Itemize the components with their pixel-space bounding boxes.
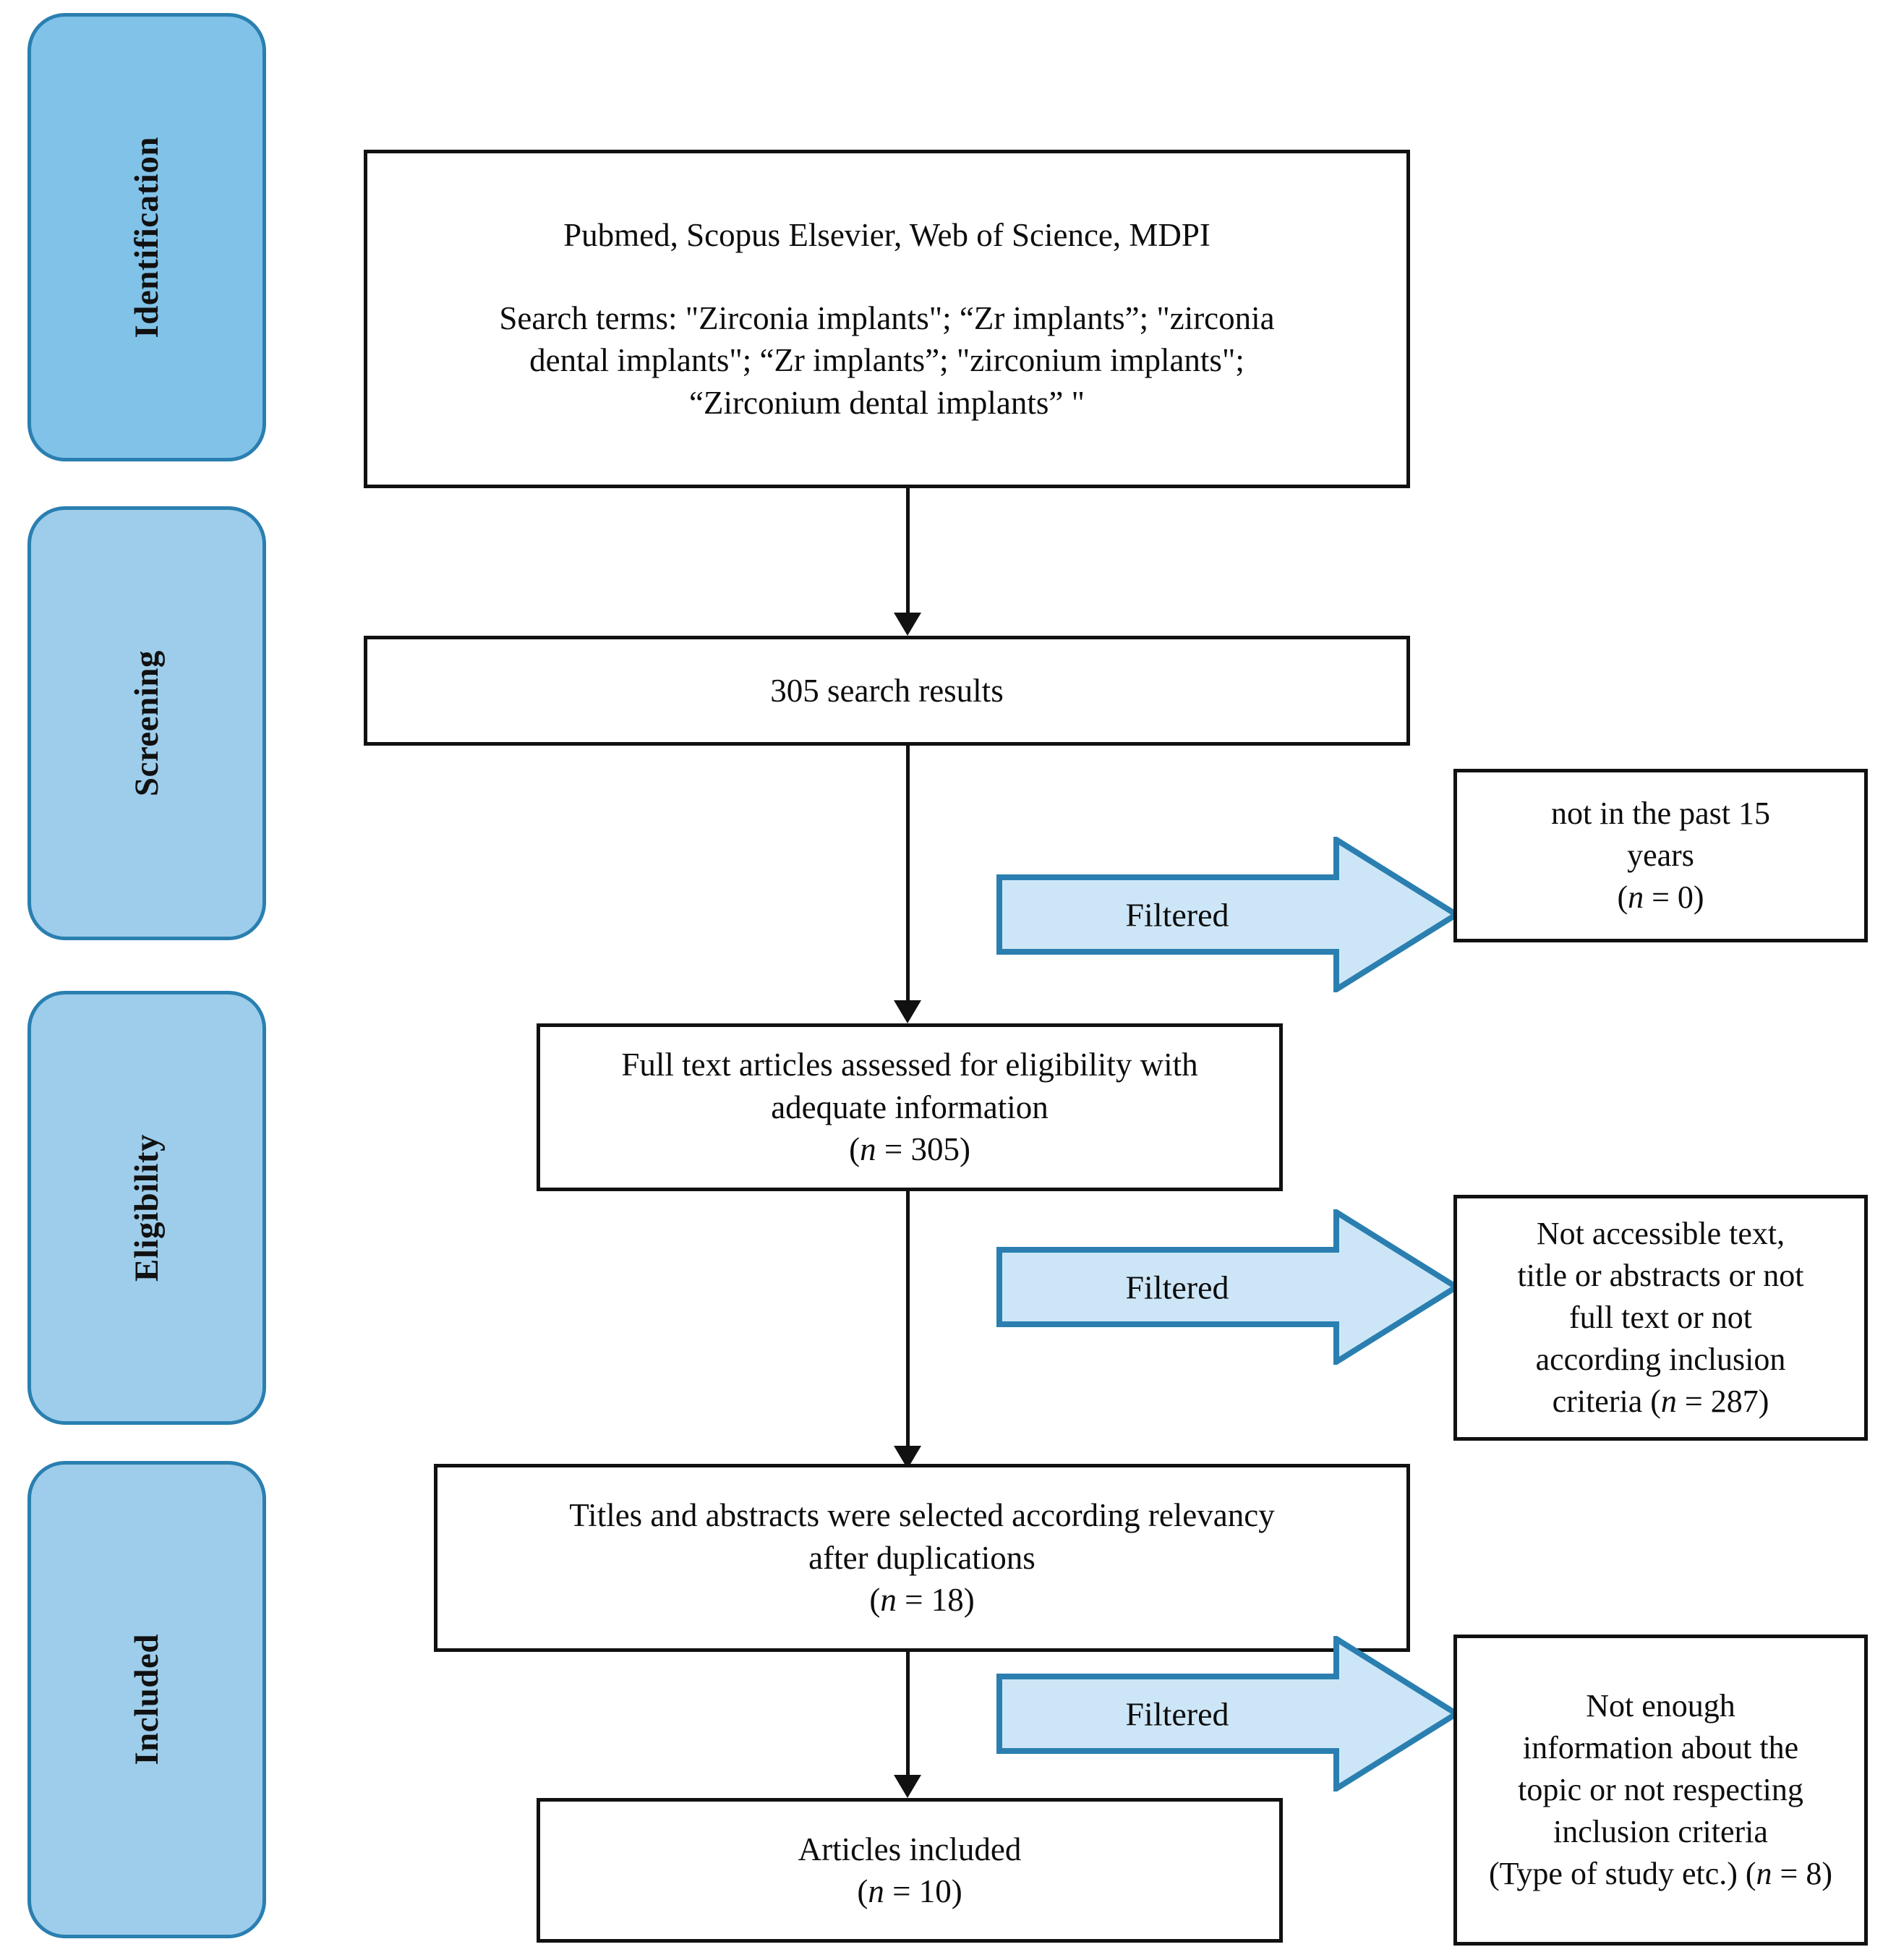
- titles-count-suffix: = 18): [896, 1582, 975, 1619]
- excluded-1-line-2: years: [1627, 837, 1694, 873]
- stage-label-included: Included: [128, 1634, 166, 1765]
- full-text-count-prefix: (: [849, 1131, 861, 1168]
- stage-eligibility: Eligibility: [27, 991, 266, 1425]
- articles-included-count: (n = 10): [556, 1870, 1263, 1913]
- filter-arrow-1-label: Filtered: [1125, 896, 1229, 933]
- titles-line-2: after duplications: [808, 1539, 1035, 1576]
- articles-included-line-1: Articles included: [798, 1831, 1022, 1867]
- stage-screening: Screening: [27, 506, 266, 940]
- connector-results-to-fulltext: [906, 746, 910, 1000]
- articles-included-count-suffix: = 10): [884, 1873, 962, 1909]
- box-excluded-1: not in the past 15 years (n = 0): [1453, 769, 1868, 942]
- connector-sources-to-results-arrowhead: [894, 613, 921, 636]
- stage-included: Included: [27, 1461, 266, 1938]
- excluded-1-line-1: not in the past 15: [1550, 795, 1771, 831]
- excluded-1-count-prefix: (: [1617, 879, 1628, 916]
- box-articles-included: Articles included (n = 10): [537, 1798, 1283, 1943]
- filter-arrow-1-shape: [996, 837, 1459, 992]
- box-search-results: 305 search results: [364, 636, 1410, 746]
- excluded-2-count: criteria (n = 287): [1473, 1381, 1848, 1423]
- excluded-3-count-suffix: = 8): [1772, 1856, 1833, 1892]
- full-text-count-suffix: = 305): [876, 1131, 970, 1168]
- excluded-1-count-suffix: = 0): [1644, 879, 1704, 916]
- filter-arrow-2: Filtered: [996, 1209, 1459, 1365]
- full-text-count-italic: n: [860, 1131, 876, 1168]
- excluded-3-line-2: information about the: [1522, 1729, 1799, 1765]
- filter-arrow-1: Filtered: [996, 837, 1459, 992]
- box-full-text-assessed: Full text articles assessed for eligibil…: [537, 1023, 1283, 1191]
- excluded-3-count: (Type of study etc.) (n = 8): [1473, 1853, 1848, 1895]
- filter-arrow-3: Filtered: [996, 1636, 1459, 1791]
- articles-included-count-italic: n: [868, 1873, 884, 1909]
- connector-sources-to-results: [906, 488, 910, 613]
- full-text-line-1: Full text articles assessed for eligibil…: [621, 1047, 1198, 1083]
- titles-count-italic: n: [880, 1582, 897, 1619]
- connector-results-to-fulltext-arrowhead: [894, 1000, 921, 1023]
- filter-arrow-2-label: Filtered: [1125, 1269, 1229, 1305]
- sources-line-4: “Zirconium dental implants” ": [689, 384, 1085, 421]
- filter-arrow-2-shape: [996, 1209, 1459, 1365]
- excluded-1-count: (n = 0): [1473, 877, 1848, 919]
- filter-arrow-3-label: Filtered: [1125, 1695, 1229, 1732]
- sources-line-3: dental implants"; “Zr implants”; "zircon…: [529, 342, 1244, 378]
- box-titles-abstracts: Titles and abstracts were selected accor…: [434, 1464, 1410, 1652]
- sources-line-1: Pubmed, Scopus Elsevier, Web of Science,…: [563, 217, 1210, 253]
- articles-included-count-prefix: (: [857, 1873, 868, 1909]
- full-text-count: (n = 305): [556, 1128, 1263, 1171]
- filter-arrow-3-shape: [996, 1636, 1459, 1791]
- box-sources: Pubmed, Scopus Elsevier, Web of Science,…: [364, 150, 1410, 488]
- excluded-2-line-2: title or abstracts or not: [1517, 1257, 1804, 1293]
- stage-label-identification: Identification: [128, 136, 166, 338]
- excluded-3-line-1: Not enough: [1586, 1687, 1735, 1723]
- excluded-2-count-suffix: = 287): [1676, 1384, 1769, 1420]
- titles-count: (n = 18): [453, 1579, 1391, 1622]
- excluded-2-line-3: full text or not: [1569, 1299, 1752, 1335]
- connector-fulltext-to-titles: [906, 1191, 910, 1446]
- excluded-3-count-prefix: (Type of study etc.) (: [1488, 1856, 1756, 1892]
- excluded-1-count-italic: n: [1628, 879, 1644, 916]
- full-text-line-2: adequate information: [771, 1088, 1049, 1125]
- excluded-2-line-1: Not accessible text,: [1536, 1215, 1785, 1251]
- stage-identification: Identification: [27, 13, 266, 461]
- excluded-2-count-prefix: criteria (: [1552, 1384, 1661, 1420]
- stage-label-eligibility: Eligibility: [128, 1134, 166, 1282]
- stage-label-screening: Screening: [128, 649, 166, 797]
- excluded-2-line-4: according inclusion: [1535, 1342, 1786, 1378]
- excluded-3-count-italic: n: [1756, 1856, 1772, 1892]
- titles-line-1: Titles and abstracts were selected accor…: [569, 1497, 1275, 1534]
- box-excluded-2: Not accessible text, title or abstracts …: [1453, 1195, 1868, 1441]
- search-results-line-1: 305 search results: [770, 672, 1004, 709]
- excluded-2-count-italic: n: [1660, 1384, 1677, 1420]
- connector-titles-to-included: [906, 1652, 910, 1775]
- box-excluded-3: Not enough information about the topic o…: [1453, 1635, 1868, 1946]
- sources-line-2: Search terms: "Zirconia implants"; “Zr i…: [499, 299, 1275, 336]
- excluded-3-line-3: topic or not respecting: [1518, 1771, 1803, 1807]
- titles-count-prefix: (: [869, 1582, 881, 1619]
- connector-titles-to-included-arrowhead: [894, 1775, 921, 1798]
- excluded-3-line-4: inclusion criteria: [1553, 1814, 1768, 1850]
